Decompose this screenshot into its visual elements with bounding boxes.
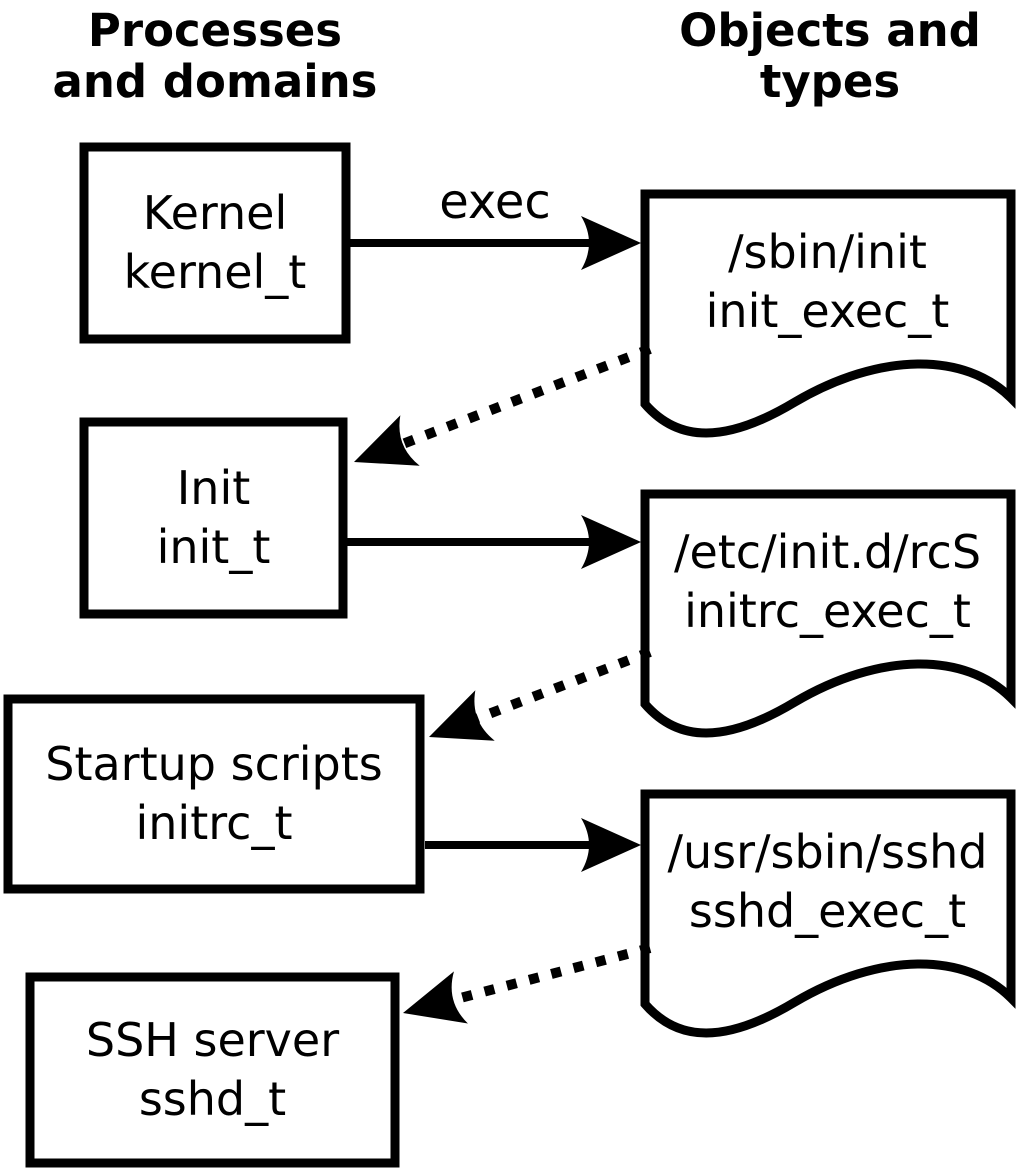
usr-sbin-sshd-doc-label: /usr/sbin/sshd sshd_exec_t bbox=[640, 792, 1015, 972]
ssh-server-node-label: SSH server sshd_t bbox=[25, 972, 400, 1168]
etc-initd-rcs-doc-label: /etc/init.d/rcS initrc_exec_t bbox=[640, 492, 1015, 672]
exec-arrow-label: exec bbox=[439, 174, 551, 230]
startup-scripts-node-label: Startup scripts initrc_t bbox=[3, 694, 425, 894]
sbin-init-doc-label: /sbin/init init_exec_t bbox=[640, 192, 1015, 372]
kernel-domain-type: kernel_t bbox=[123, 245, 307, 299]
right-column-header: Objects and types bbox=[640, 5, 1020, 108]
process-box-ssh-server bbox=[25, 972, 400, 1168]
left-column-header-line2: and domains bbox=[52, 55, 378, 109]
process-box-startup-scripts bbox=[3, 694, 425, 894]
arrow-init-exec-rcs bbox=[347, 515, 641, 569]
arrow-kernel-exec-sbin-init bbox=[350, 216, 641, 270]
left-column-header-line1: Processes bbox=[87, 4, 343, 57]
sbin-init-path: /sbin/init bbox=[728, 225, 927, 280]
arrow-initrc-exec-sshd bbox=[425, 818, 641, 872]
right-column-header-line2: types bbox=[759, 55, 901, 109]
kernel-node-label: Kernel kernel_t bbox=[80, 143, 350, 343]
right-column-header-line1: Objects and bbox=[679, 4, 981, 57]
process-box-init bbox=[79, 417, 348, 619]
object-doc-etc-initd-rcs bbox=[640, 489, 1016, 738]
etc-initd-rcs-type: initrc_exec_t bbox=[684, 584, 971, 638]
dotted-arrow-sbin-init-to-init-t bbox=[344, 344, 652, 488]
left-column-header: Processes and domains bbox=[25, 5, 405, 108]
ssh-server-domain-type: sshd_t bbox=[138, 1072, 287, 1126]
init-name: Init bbox=[176, 461, 251, 516]
etc-initd-rcs-path: /etc/init.d/rcS bbox=[673, 525, 982, 580]
startup-scripts-name: Startup scripts bbox=[45, 737, 383, 792]
sbin-init-type: init_exec_t bbox=[705, 284, 950, 338]
startup-scripts-domain-type: initrc_t bbox=[135, 796, 293, 850]
usr-sbin-sshd-path: /usr/sbin/sshd bbox=[667, 825, 988, 880]
dotted-arrow-rcs-to-initrc-t bbox=[419, 647, 652, 763]
usr-sbin-sshd-type: sshd_exec_t bbox=[688, 884, 967, 938]
ssh-server-name: SSH server bbox=[85, 1013, 340, 1068]
init-node-label: Init init_t bbox=[80, 418, 347, 618]
object-doc-sbin-init bbox=[640, 189, 1016, 438]
object-doc-usr-sbin-sshd bbox=[640, 789, 1016, 1038]
kernel-name: Kernel bbox=[142, 186, 288, 241]
dotted-arrow-sshd-to-sshd-t bbox=[396, 943, 652, 1040]
init-domain-type: init_t bbox=[156, 520, 271, 574]
process-box-kernel bbox=[79, 142, 351, 344]
